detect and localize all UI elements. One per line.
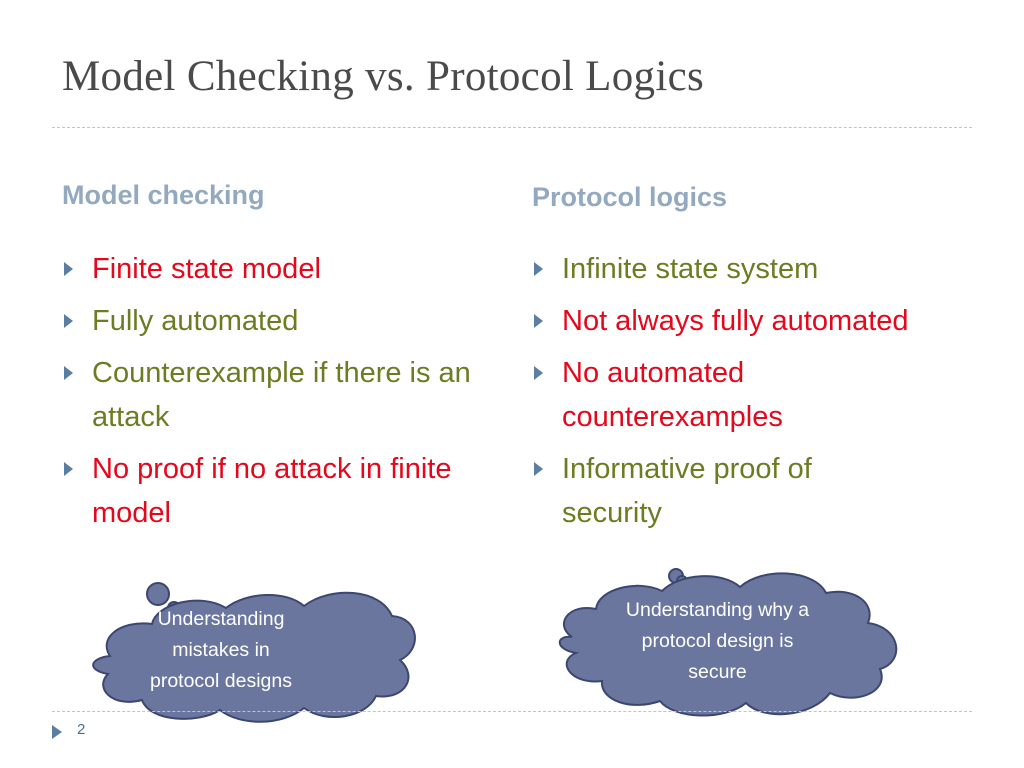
left-thought-cloud: Understanding mistakes in protocol desig… [50, 578, 420, 726]
right-cloud-text: Understanding why a protocol design is s… [625, 599, 810, 683]
bullet-text: Counterexample if there is an attack [92, 357, 471, 433]
list-item: Finite state model [62, 247, 482, 291]
bullet-arrow-icon [534, 366, 543, 380]
thought-cloud-icon [558, 568, 898, 717]
bullet-text: Informative proof of security [562, 453, 812, 529]
thought-cloud-icon [92, 582, 416, 723]
bullet-text: No proof if no attack in finite model [92, 453, 452, 529]
footer-divider [52, 711, 972, 712]
footer-arrow-icon [52, 725, 62, 739]
left-column-heading: Model checking [62, 180, 265, 210]
title-divider [52, 127, 972, 128]
right-thought-cloud: Understanding why a protocol design is s… [550, 565, 910, 720]
bullet-arrow-icon [534, 262, 543, 276]
right-bullet-list: Infinite state system Not always fully a… [532, 247, 982, 543]
list-item: Fully automated [62, 299, 482, 343]
bullet-arrow-icon [64, 462, 73, 476]
page-number: 2 [77, 721, 86, 738]
bullet-text: Not always fully automated [562, 305, 909, 337]
slide-title: Model Checking vs. Protocol Logics [62, 53, 704, 100]
left-cloud-text: Understanding mistakes in protocol desig… [149, 608, 292, 692]
bullet-arrow-icon [64, 262, 73, 276]
left-bullet-list: Finite state model Fully automated Count… [62, 247, 482, 543]
bullet-text: No automated counterexamples [562, 357, 783, 433]
bullet-text: Infinite state system [562, 253, 819, 285]
list-item: Informative proof of security [532, 447, 892, 535]
bullet-arrow-icon [64, 366, 73, 380]
bullet-text: Fully automated [92, 305, 299, 337]
bullet-arrow-icon [534, 314, 543, 328]
list-item: Infinite state system [532, 247, 982, 291]
bullet-text: Finite state model [92, 253, 321, 285]
list-item: No proof if no attack in finite model [62, 447, 482, 535]
bullet-arrow-icon [64, 314, 73, 328]
list-item: Not always fully automated [532, 299, 982, 343]
right-column-heading: Protocol logics [532, 182, 728, 212]
bullet-arrow-icon [534, 462, 543, 476]
list-item: No automated counterexamples [532, 351, 852, 439]
list-item: Counterexample if there is an attack [62, 351, 482, 439]
